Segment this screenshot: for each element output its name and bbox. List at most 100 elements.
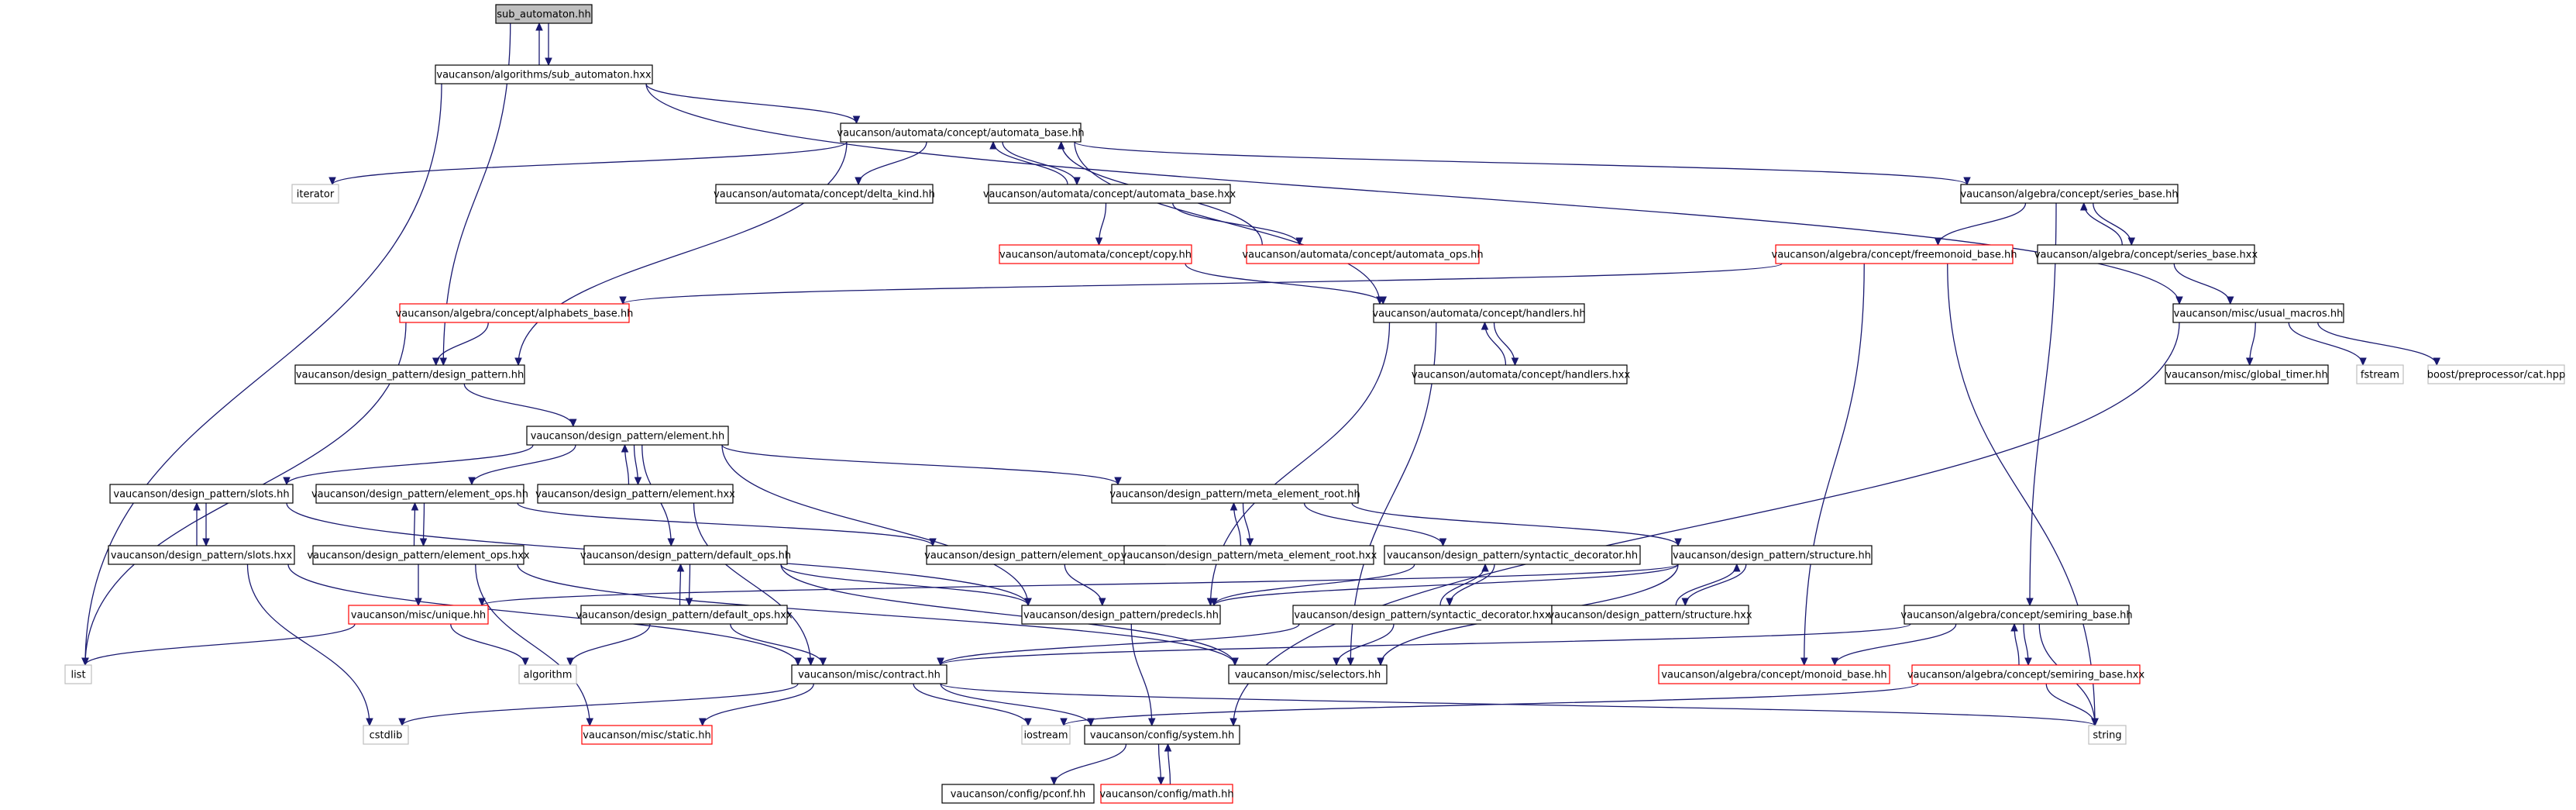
node-design-pattern-hh[interactable]: vaucanson/design_pattern/design_pattern.…	[294, 364, 525, 384]
node-string: string	[2088, 725, 2127, 745]
edge-element_ops_hh-to-element_ops_hxx	[419, 502, 428, 547]
node-element-ops-hxx[interactable]: vaucanson/design_pattern/element_ops.hxx	[307, 545, 530, 565]
node-label: vaucanson/design_pattern/meta_element_ro…	[1109, 489, 1360, 501]
node-box	[791, 664, 948, 684]
node-sub-automaton-hh[interactable]: sub_automaton.hh	[495, 4, 593, 24]
node-structure-hxx[interactable]: vaucanson/design_pattern/structure.hxx	[1548, 605, 1752, 625]
node-label: algorithm	[524, 670, 573, 681]
node-element-hxx[interactable]: vaucanson/design_pattern/element.hxx	[535, 484, 735, 504]
node-delta-kind-hh[interactable]: vaucanson/automata/concept/delta_kind.hh	[714, 184, 935, 204]
node-default-ops-hh[interactable]: vaucanson/design_pattern/default_ops.hh	[580, 545, 791, 565]
node-automata-ops-hh[interactable]: vaucanson/automata/concept/automata_ops.…	[1242, 244, 1484, 264]
node-semiring-base-hh[interactable]: vaucanson/algebra/concept/semiring_base.…	[1900, 605, 2133, 625]
edge-syntactic_decorator_hxx-to-syntactic_decorator_hh	[1439, 563, 1489, 606]
edge-element_ops_hxx-to-unique_hh	[414, 564, 422, 607]
edge-sub_automaton_hxx-to-sub_automaton_hh	[535, 22, 543, 65]
node-box	[1551, 605, 1749, 625]
node-predecls-hh[interactable]: vaucanson/design_pattern/predecls.hh	[1021, 605, 1221, 625]
node-label: vaucanson/misc/unique.hh	[351, 610, 486, 622]
node-label: vaucanson/design_pattern/slots.hxx	[111, 550, 293, 562]
node-default-ops-hxx[interactable]: vaucanson/design_pattern/default_ops.hxx	[576, 605, 793, 625]
node-copy-hh[interactable]: vaucanson/automata/concept/copy.hh	[999, 244, 1192, 264]
edge-automata_base_hh-to-delta_kind_hh	[855, 141, 927, 186]
node-static-hh[interactable]: vaucanson/misc/static.hh	[581, 725, 713, 745]
edge-default_ops_hxx-to-algorithm	[566, 623, 651, 667]
node-label: vaucanson/design_pattern/element.hxx	[535, 489, 735, 501]
node-label: vaucanson/design_pattern/element.hh	[531, 431, 725, 443]
node-selectors-hh[interactable]: vaucanson/misc/selectors.hh	[1228, 664, 1388, 684]
node-system-hh[interactable]: vaucanson/config/system.hh	[1084, 725, 1240, 745]
edge-automata_base_hxx-to-automata_ops_hh	[1172, 202, 1304, 246]
node-label: vaucanson/design_pattern/predecls.hh	[1023, 610, 1219, 622]
edge-structure_hh-to-unique_hh	[478, 564, 1679, 607]
edge-slots_hxx-to-contract_hh	[287, 564, 802, 667]
node-box	[941, 784, 1095, 804]
node-syntactic-decorator-hh[interactable]: vaucanson/design_pattern/syntactic_decor…	[1384, 545, 1641, 565]
node-label: vaucanson/algebra/concept/monoid_base.hh	[1661, 670, 1886, 681]
node-slots-hxx[interactable]: vaucanson/design_pattern/slots.hxx	[108, 545, 295, 565]
node-math-hh[interactable]: vaucanson/config/math.hh	[1099, 784, 1234, 804]
edge-contract_hh-to-cstdlib	[398, 683, 799, 727]
node-alphabets-base-hh[interactable]: vaucanson/algebra/concept/alphabets_base…	[396, 303, 634, 323]
edge-semiring_base_hh-to-contract_hh	[937, 623, 1911, 667]
node-syntactic-decorator-hxx[interactable]: vaucanson/design_pattern/syntactic_decor…	[1292, 605, 1553, 625]
edge-sub_automaton_hh-to-sub_automaton_hxx	[545, 22, 552, 67]
node-box	[435, 64, 653, 84]
node-automata-base-hxx[interactable]: vaucanson/automata/concept/automata_base…	[983, 184, 1236, 204]
node-boost-cat-hpp: boost/preprocessor/cat.hpp	[2427, 364, 2565, 384]
node-global-timer-hh[interactable]: vaucanson/misc/global_timer.hh	[2165, 364, 2329, 384]
edge-handlers_hh-to-handlers_hxx	[1493, 322, 1519, 367]
edge-freemonoid_base_hh-to-monoid_base_hh	[1800, 263, 1865, 667]
node-box	[581, 725, 713, 745]
node-element-hh[interactable]: vaucanson/design_pattern/element.hh	[526, 426, 729, 446]
node-meta-element-root-hh[interactable]: vaucanson/design_pattern/meta_element_ro…	[1109, 484, 1360, 504]
node-label: cstdlib	[370, 730, 403, 742]
node-sub-automaton-hxx[interactable]: vaucanson/algorithms/sub_automaton.hxx	[435, 64, 653, 84]
node-label: vaucanson/design_pattern/meta_element_ro…	[1121, 550, 1377, 562]
node-box	[291, 184, 339, 204]
edge-predecls_hh-to-system_hh	[1130, 623, 1156, 727]
edge-semiring_base_hxx-to-iostream	[1060, 683, 1919, 727]
node-meta-element-root-hxx[interactable]: vaucanson/design_pattern/meta_element_ro…	[1121, 545, 1377, 565]
node-semiring-base-hxx[interactable]: vaucanson/algebra/concept/semiring_base.…	[1907, 664, 2145, 684]
node-contract-hh[interactable]: vaucanson/misc/contract.hh	[791, 664, 948, 684]
node-monoid-base-hh[interactable]: vaucanson/algebra/concept/monoid_base.hh	[1658, 664, 1890, 684]
edge-meta_element_root_hxx-to-meta_element_root_hh	[1230, 502, 1242, 546]
node-label: vaucanson/automata/concept/handlers.hh	[1372, 308, 1585, 320]
node-box	[2427, 364, 2565, 384]
edge-meta_element_root_hh-to-structure_hh	[1351, 502, 1682, 547]
edge-sub_automaton_hxx-to-automata_base_hh	[645, 83, 861, 125]
edge-automata_base_hxx-to-copy_hh	[1095, 202, 1107, 246]
node-label: vaucanson/config/math.hh	[1099, 789, 1233, 801]
node-box	[1111, 484, 1359, 504]
node-series-base-hxx[interactable]: vaucanson/algebra/concept/series_base.hx…	[2034, 244, 2258, 264]
node-structure-hh[interactable]: vaucanson/design_pattern/structure.hh	[1671, 545, 1873, 565]
node-handlers-hh[interactable]: vaucanson/automata/concept/handlers.hh	[1372, 303, 1586, 323]
edge-system_hh-to-math_hh	[1157, 743, 1165, 786]
node-box	[1123, 545, 1374, 565]
edge-default_ops_hh-to-selectors_hh	[780, 564, 1239, 667]
edge-syntactic_decorator_hxx-to-selectors_hh	[1333, 623, 1395, 667]
node-freemonoid-base-hh[interactable]: vaucanson/algebra/concept/freemonoid_bas…	[1772, 244, 2017, 264]
edge-freemonoid_base_hh-to-alphabets_base_hh	[619, 263, 1783, 305]
node-box	[2356, 364, 2404, 384]
node-label: vaucanson/algorithms/sub_automaton.hxx	[436, 70, 651, 81]
node-label: vaucanson/design_pattern/default_ops.hh	[580, 550, 791, 562]
node-handlers-hxx[interactable]: vaucanson/automata/concept/handlers.hxx	[1412, 364, 1631, 384]
node-box	[1671, 545, 1873, 565]
edge-system_hh-to-pconf_hh	[1050, 743, 1127, 786]
node-layer: sub_automaton.hh vaucanson/algorithms/sub…	[64, 4, 2565, 804]
node-box	[2037, 244, 2255, 264]
node-unique-hh[interactable]: vaucanson/misc/unique.hh	[348, 605, 489, 625]
node-box	[1228, 664, 1388, 684]
edge-series_base_hh-to-series_base_hxx	[2093, 202, 2136, 246]
node-label: sub_automaton.hh	[497, 9, 591, 21]
node-element-ops-hh[interactable]: vaucanson/design_pattern/element_ops.hh	[311, 484, 528, 504]
node-usual-macros-hh[interactable]: vaucanson/misc/usual_macros.hh	[2172, 303, 2344, 323]
node-pconf-hh[interactable]: vaucanson/config/pconf.hh	[941, 784, 1095, 804]
node-automata-base-hh[interactable]: vaucanson/automata/concept/automata_base…	[837, 122, 1085, 143]
edge-element_hh-to-slots_hh	[283, 444, 534, 486]
node-slots-hh[interactable]: vaucanson/design_pattern/slots.hh	[109, 484, 294, 504]
node-series-base-hh[interactable]: vaucanson/algebra/concept/series_base.hh	[1960, 184, 2179, 204]
node-box	[1246, 244, 1480, 264]
